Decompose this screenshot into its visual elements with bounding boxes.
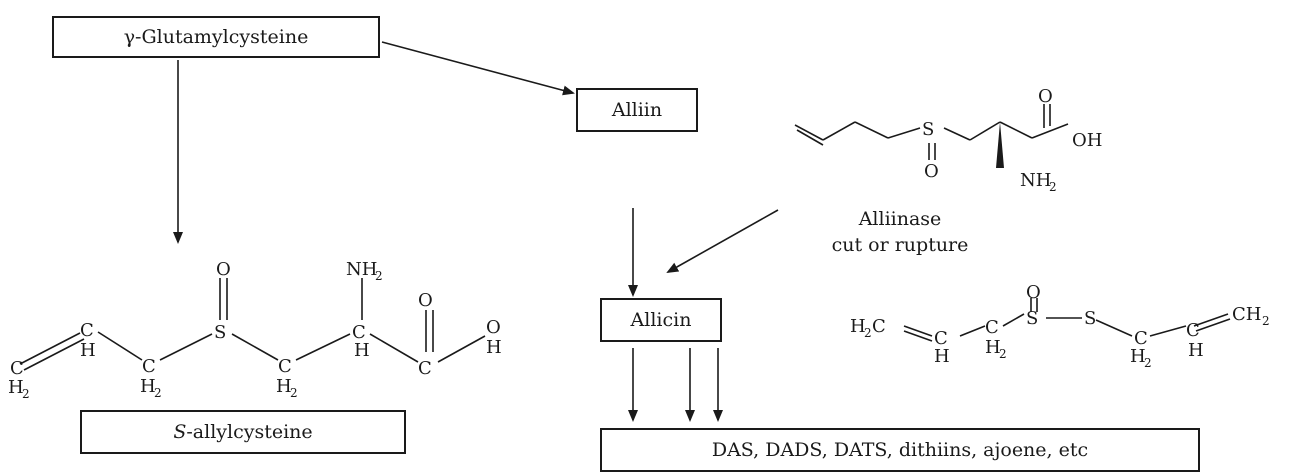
atom-label: H	[140, 376, 156, 397]
atom-label: O	[924, 161, 939, 182]
allicin-structure	[903, 298, 1231, 342]
atom-label: O	[216, 259, 231, 280]
sac-atoms: C H C H 2 C H 2 S O C H 2 C H NH 2 C O O…	[8, 259, 502, 401]
alliin-label: Alliin	[611, 99, 663, 121]
atom-label: S	[922, 119, 934, 140]
atom-label: O	[486, 317, 501, 338]
atom-label: H	[80, 340, 96, 361]
condition-label: cut or rupture	[831, 234, 969, 256]
atom-label: C	[142, 356, 156, 377]
atom-label: C	[352, 322, 366, 343]
allicin-box: Allicin	[600, 298, 722, 342]
atom-label: C	[1134, 328, 1148, 349]
atom-label: 2	[864, 326, 872, 340]
atom-label: CH	[1232, 304, 1261, 325]
s-allylcysteine-prefix: S	[173, 421, 187, 443]
atom-label: H	[1188, 340, 1204, 361]
atom-label: 2	[154, 386, 162, 400]
arrow-glutamyl-to-alliin	[381, 41, 575, 96]
atom-label: NH	[1020, 170, 1051, 191]
alliin-atoms: S O O OH NH 2	[922, 86, 1102, 194]
atom-label: 2	[22, 387, 30, 401]
atom-label: C	[10, 358, 24, 379]
atom-label: H	[934, 346, 950, 367]
gamma-glutamylcysteine-box: γ-Glutamylcysteine	[52, 16, 380, 58]
alliin-box: Alliin	[576, 88, 698, 132]
atom-label: H	[276, 376, 292, 397]
atom-label: 2	[999, 347, 1007, 361]
atom-label: O	[1026, 282, 1041, 303]
alliin-structure	[794, 104, 1069, 168]
s-allylcysteine-structure	[19, 278, 486, 371]
products-box: DAS, DADS, DATS, dithiins, ajoene, etc	[600, 428, 1200, 472]
atom-label: OH	[1072, 130, 1102, 151]
atom-label: H	[1130, 346, 1146, 367]
atom-label: 2	[375, 269, 383, 283]
atom-label: C	[80, 320, 94, 341]
atom-label: H	[354, 340, 370, 361]
atom-label: C	[985, 317, 999, 338]
allicin-label: Allicin	[630, 309, 692, 331]
arrow-alliinase	[666, 209, 779, 273]
atom-label: 2	[1144, 356, 1152, 370]
atom-label: C	[1186, 320, 1200, 341]
gamma-glutamylcysteine-label: γ-Glutamylcysteine	[123, 26, 309, 48]
atom-label: C	[872, 316, 886, 337]
s-allylcysteine-box: S-allylcysteine	[80, 410, 406, 454]
atom-label: NH	[346, 259, 377, 280]
atom-label: S	[1026, 308, 1038, 329]
atom-label: H	[850, 316, 866, 337]
enzyme-label: Alliinase	[858, 208, 942, 230]
atom-label: S	[1084, 308, 1096, 329]
atom-label: S	[214, 322, 226, 343]
atom-label: 2	[1262, 314, 1270, 328]
atom-label: C	[278, 356, 292, 377]
atom-label: C	[934, 328, 948, 349]
atom-label: O	[1038, 86, 1053, 107]
atom-label: 2	[1049, 180, 1057, 194]
atom-label: 2	[290, 386, 298, 400]
atom-label: H	[985, 337, 1001, 358]
atom-label: H	[8, 377, 24, 398]
atom-label: O	[418, 290, 433, 311]
atom-label: C	[418, 358, 432, 379]
atom-label: H	[486, 337, 502, 358]
s-allylcysteine-label: -allylcysteine	[186, 421, 313, 443]
products-label: DAS, DADS, DATS, dithiins, ajoene, etc	[711, 439, 1089, 461]
allicin-atoms: H 2 C C H C H 2 S O S C H 2 C H CH 2	[850, 282, 1270, 370]
